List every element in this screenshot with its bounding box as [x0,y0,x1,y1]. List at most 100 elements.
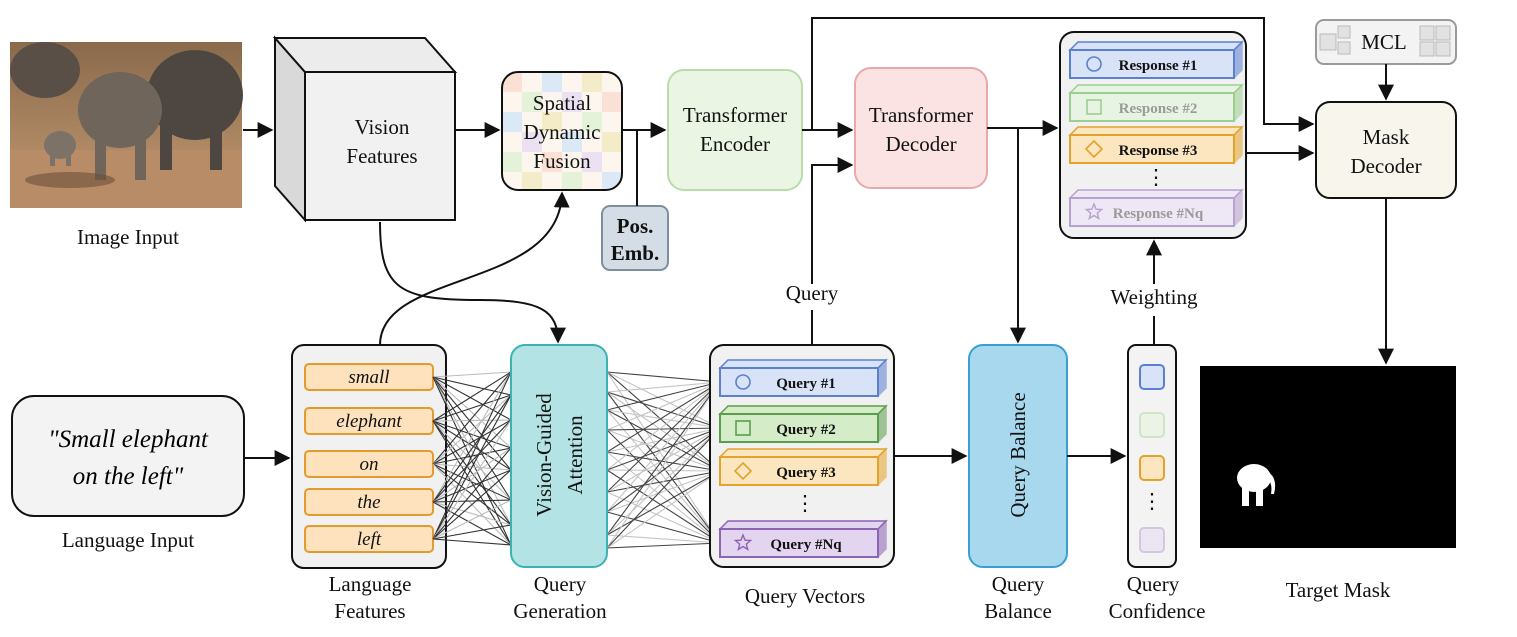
language-input-line2: on the left" [73,463,184,490]
word-attention-link [432,394,512,465]
word-attention-link [432,371,512,465]
query-arrow-label: Query [786,281,839,305]
attention-query-link [606,491,721,544]
word-label-the: the [357,492,380,513]
vision-guided-attention-box [510,344,608,568]
responses-ellipsis: ⋮ [1146,165,1167,189]
response-bar-4 [1068,188,1244,228]
target-mask-elephant [1237,464,1276,506]
response-label-1: Response #1 [1119,58,1198,74]
spatial-fusion-line3: Fusion [533,149,591,173]
vision-features-line2: Features [346,144,417,168]
word-attention-link [432,371,512,378]
response-bar-2 [1068,83,1244,123]
attention-query-link [606,381,721,493]
word-attention-link [432,371,512,540]
flow-arrows [243,17,1394,466]
transformer-encoder-line1: Transformer [683,103,787,127]
word-attention-link [432,394,512,540]
attention-query-link [606,427,721,431]
query-balance-text: Query Balance [1006,392,1030,517]
mask-decoder-box [1315,101,1457,199]
response-square-icon [1086,99,1102,115]
word-attention-link [432,376,512,396]
weighting-arrow-label: Weighting [1111,285,1198,309]
attention-query-link [606,391,721,429]
query-label-3: Query #3 [776,465,836,481]
mcl-label: MCL [1361,30,1407,54]
word-label-left: left [357,529,382,550]
query-vectors-ellipsis: ⋮ [795,491,816,515]
attention-query-link [606,451,721,544]
attention-query-link [606,542,721,549]
vision-features-line1: Vision [355,115,410,139]
attention-query-link [606,391,721,544]
word-attention-link [432,419,512,503]
word-attention-link [432,447,512,503]
transformer-decoder-box [854,67,988,189]
query-balance-label2: Balance [984,599,1052,623]
word-attention-link [432,419,512,465]
attention-query-link [606,470,721,513]
attention-query-link [606,381,721,431]
query-confidence-label1: Query [1127,572,1180,596]
attention-query-link [606,427,721,493]
word-attention-link [432,420,512,526]
attention-query-link [606,381,721,393]
query-circle-icon [735,374,751,390]
word-attention-link [432,420,512,449]
attention-query-link [606,371,721,472]
mcl-grid-icon [1319,25,1451,57]
mask-decoder-line2: Decoder [1350,154,1421,178]
attention-query-link [606,427,721,471]
word-attention-link [432,538,512,546]
query-label-1: Query #1 [776,376,836,392]
attention-query-link [606,427,721,453]
transformer-decoder-line1: Transformer [869,103,973,127]
word-label-elephant: elephant [336,411,402,432]
query-confidence-ellipsis: ⋮ [1142,489,1163,513]
word-attention-link [432,419,512,540]
transformer-decoder-line2: Decoder [885,132,956,156]
response-bar-1 [1068,40,1244,80]
confidence-cell-2 [1139,412,1165,438]
attention-query-link [606,381,721,471]
word-attention-link [432,501,512,546]
attention-query-link [606,427,721,536]
attention-query-link [606,470,721,536]
word-attention-link [432,371,512,503]
query-bar-4 [718,519,888,559]
response-label-4: Response #Nq [1113,206,1204,222]
response-label-3: Response #3 [1119,143,1198,159]
word-attention-link [432,463,512,526]
query-bar-3 [718,447,888,487]
word-attention-link [432,469,512,503]
query-diamond-icon [733,461,753,481]
spatial-fusion-line2: Dynamic [524,120,601,144]
word-attention-link [432,376,512,449]
query-star-icon [733,533,753,552]
target-mask-image [1200,366,1456,548]
word-attention-link [432,499,512,503]
query-generation-label1: Query [534,572,587,596]
word-attention-link [432,447,512,540]
word-attention-link [432,501,512,526]
attention-query-link [606,381,721,513]
response-bar-3 [1068,125,1244,165]
confidence-cell-1 [1139,364,1165,390]
response-label-2: Response #2 [1119,101,1198,117]
spatial-fusion-block [501,71,623,191]
responses-list: Response #1 Response #2 Response #3 Respons… [1068,40,1244,228]
pos-emb-box [601,205,669,271]
language-features-label2: Features [334,599,405,623]
language-input-box [11,395,245,517]
attention-query-link [606,427,721,549]
transformer-encoder-box [667,69,803,191]
target-mask-label: Target Mask [1286,578,1391,602]
word-label-on: on [360,454,379,475]
query-vectors-label: Query Vectors [745,584,865,608]
mask-decoder-line1: Mask [1363,125,1410,149]
language-input-line1: "Small elephant [48,426,209,453]
